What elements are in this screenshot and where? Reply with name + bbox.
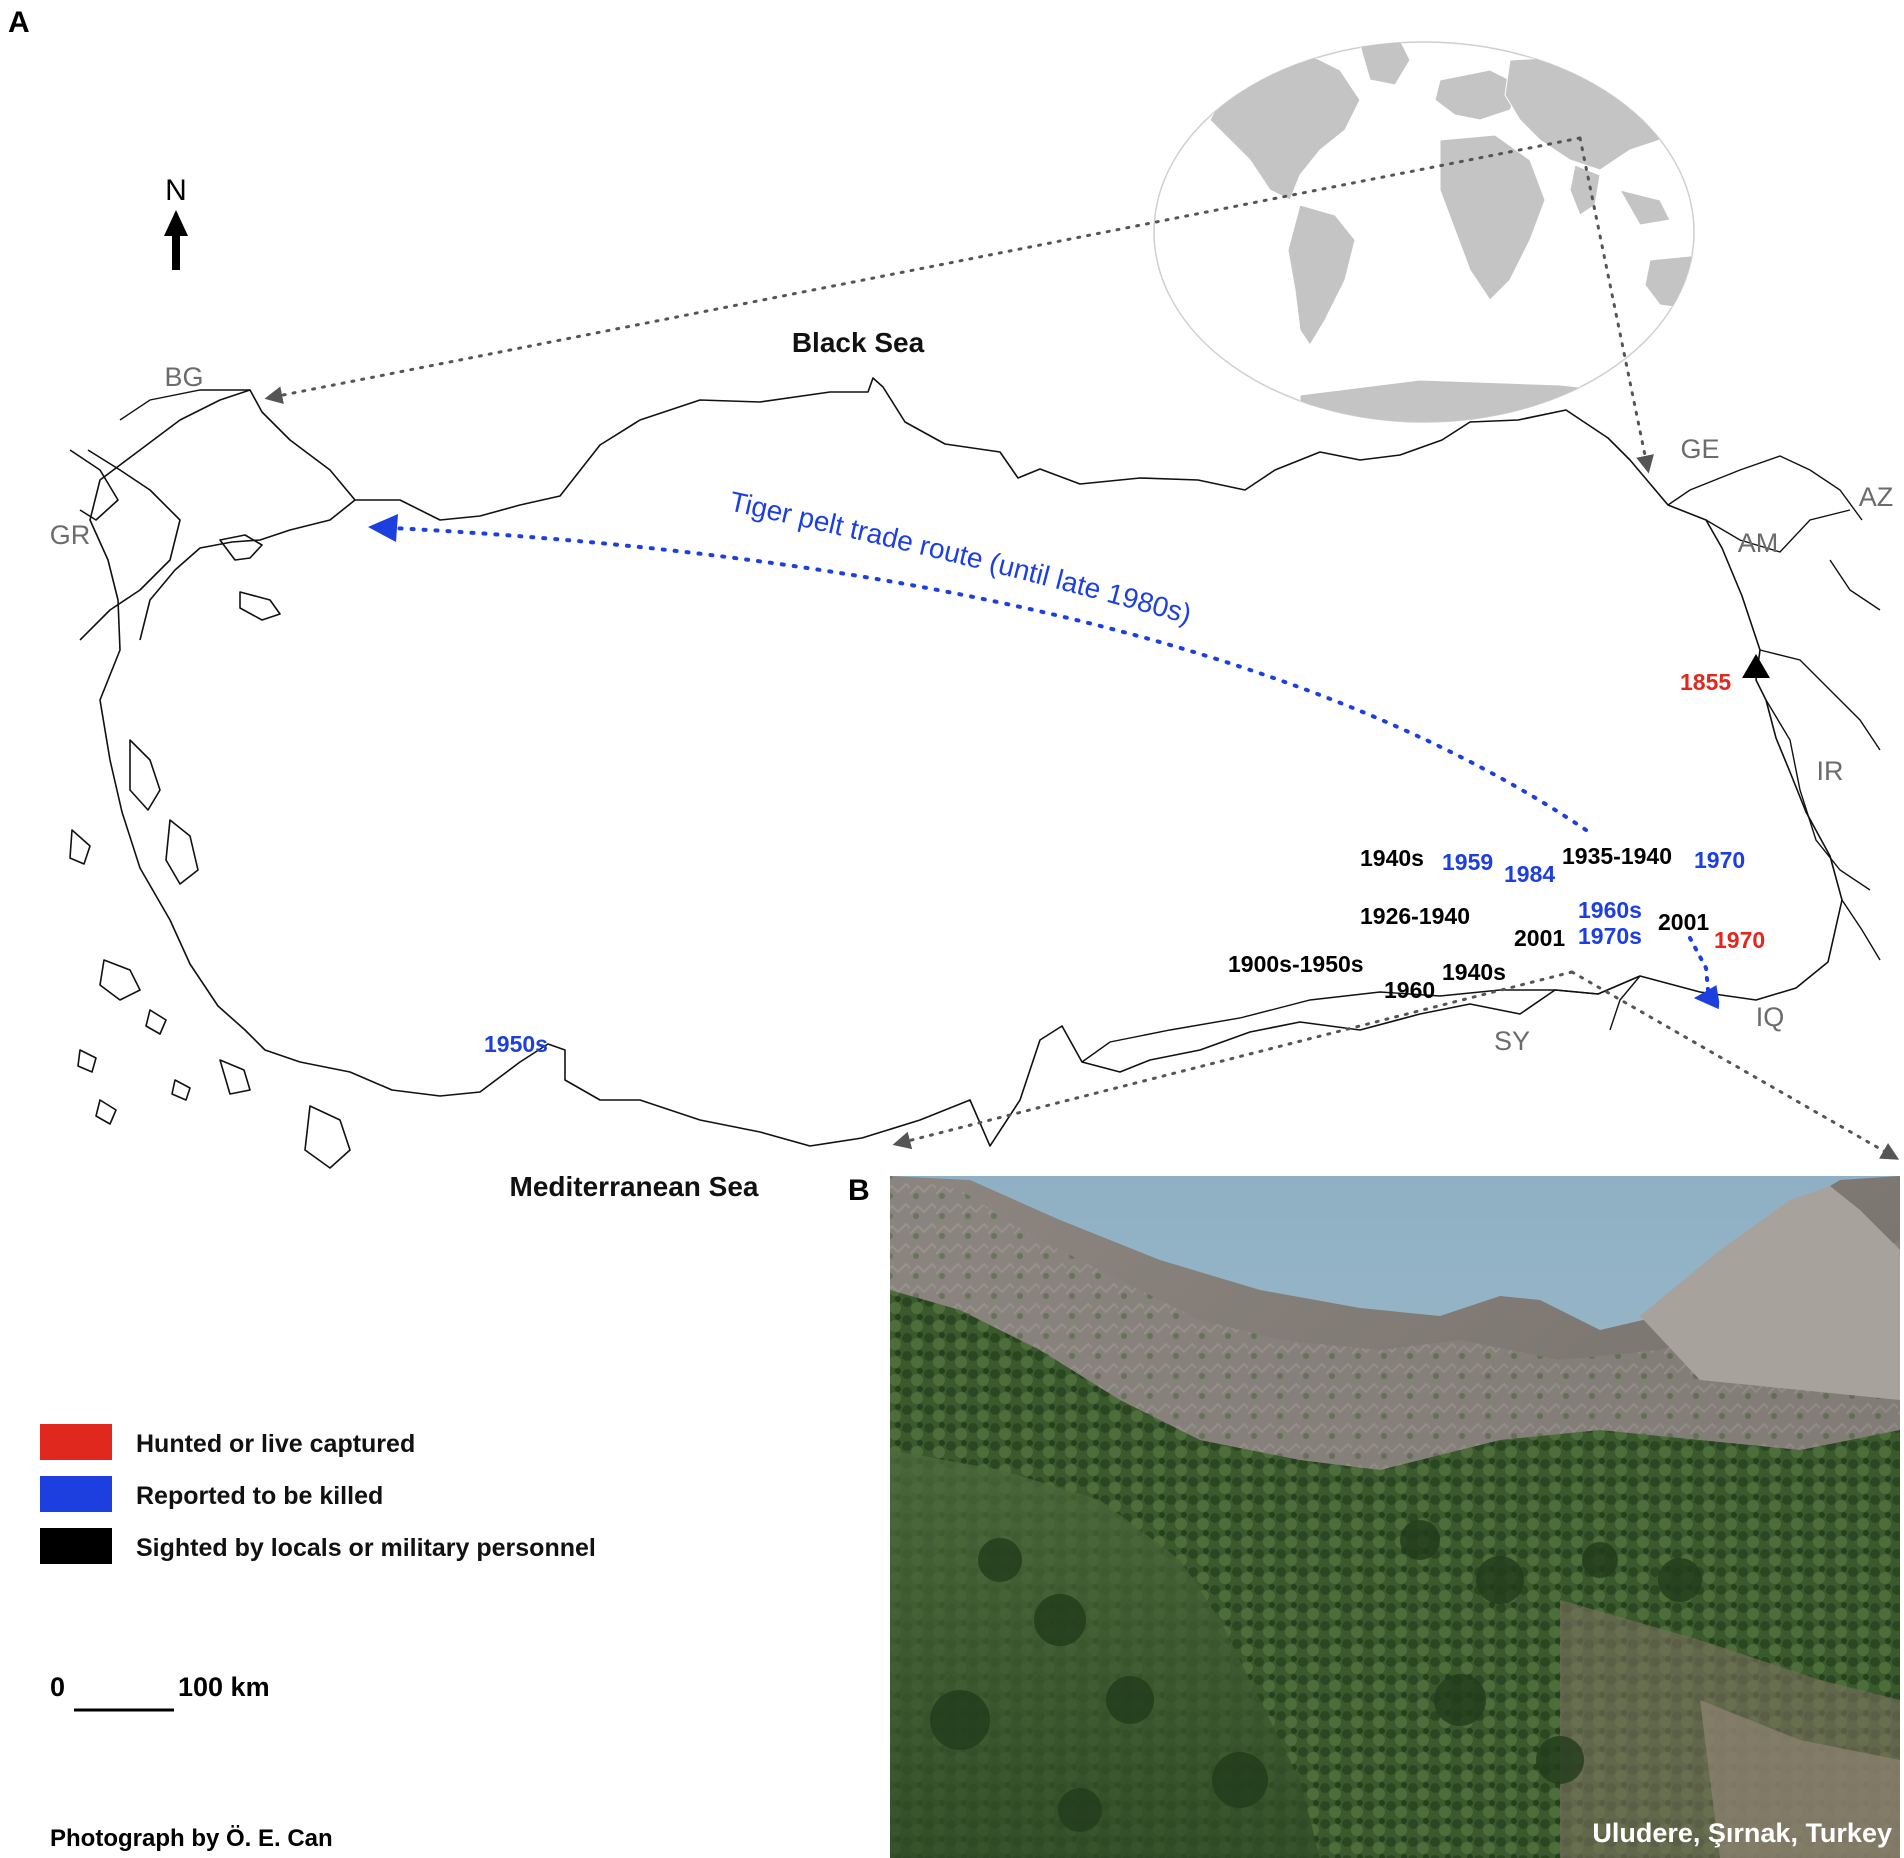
record-label: 1855 xyxy=(1680,669,1731,695)
record-label: 1900s-1950s xyxy=(1228,951,1364,977)
country-label-ge: GE xyxy=(1680,434,1719,464)
inset-connector-west xyxy=(264,136,1582,405)
country-label-bg: BG xyxy=(164,362,203,392)
scale-bar-start: 0 xyxy=(50,1672,65,1702)
record-label: 2001 xyxy=(1514,925,1565,951)
record-1855-marker-icon xyxy=(1742,654,1770,678)
local-route-line xyxy=(1688,936,1710,992)
record-label: 1926-1940 xyxy=(1360,903,1470,929)
legend-swatch-hunted xyxy=(40,1424,112,1460)
panel-label-b: B xyxy=(848,1174,870,1207)
record-label: 1950s xyxy=(484,1031,548,1057)
north-label: N xyxy=(165,174,187,207)
local-route-arrowhead-icon xyxy=(1693,985,1720,1010)
scale-bar: 0 100 km xyxy=(50,1672,270,1712)
legend-swatch-killed xyxy=(40,1476,112,1512)
record-label: 1984 xyxy=(1504,861,1555,887)
country-label-ir: IR xyxy=(1817,756,1844,786)
scale-bar-end: 100 km xyxy=(178,1672,270,1702)
sea-label-black: Black Sea xyxy=(792,327,925,358)
north-arrow-icon xyxy=(164,210,188,270)
panel-label-a: A xyxy=(8,6,30,39)
country-label-az: AZ xyxy=(1859,482,1894,512)
record-label: 1970s xyxy=(1578,923,1642,949)
sea-label-mediterranean: Mediterranean Sea xyxy=(510,1171,759,1202)
legend-label: Reported to be killed xyxy=(136,1482,383,1510)
turkey-outline xyxy=(69,377,1881,1169)
record-labels: 1855 1940s 1959 1984 1935-1940 1970 1926… xyxy=(484,669,1765,1057)
record-label: 1960s xyxy=(1578,897,1642,923)
world-inset-map xyxy=(1153,41,1695,423)
country-label-gr: GR xyxy=(50,520,91,550)
landscape-photo xyxy=(890,1176,1900,1858)
record-label: 1970 xyxy=(1714,927,1765,953)
country-label-iq: IQ xyxy=(1756,1002,1785,1032)
photo-connector-right xyxy=(1570,970,1900,1160)
inset-connector-east xyxy=(1578,136,1654,474)
photo-credit: Photograph by Ö. E. Can xyxy=(50,1825,333,1852)
record-label: 1940s xyxy=(1442,959,1506,985)
country-label-am: AM xyxy=(1738,528,1779,558)
record-label: 1970 xyxy=(1694,847,1745,873)
legend: Hunted or live captured Reported to be k… xyxy=(40,1424,596,1564)
legend-swatch-sighted xyxy=(40,1528,112,1564)
record-label: 2001 xyxy=(1658,909,1709,935)
trade-route-label: Tiger pelt trade route (until late 1980s… xyxy=(727,486,1195,630)
record-label: 1960 xyxy=(1384,977,1435,1003)
legend-label: Hunted or live captured xyxy=(136,1430,415,1458)
photo-connector-left xyxy=(892,970,1574,1150)
record-label: 1959 xyxy=(1442,849,1493,875)
record-label: 1940s xyxy=(1360,845,1424,871)
photo-caption: Uludere, Şırnak, Turkey xyxy=(1592,1818,1892,1848)
record-label: 1935-1940 xyxy=(1562,843,1672,869)
country-label-sy: SY xyxy=(1494,1026,1530,1056)
legend-label: Sighted by locals or military personnel xyxy=(136,1534,596,1562)
trade-route-line xyxy=(390,526,1588,832)
trade-route-arrowhead-icon xyxy=(368,514,398,542)
